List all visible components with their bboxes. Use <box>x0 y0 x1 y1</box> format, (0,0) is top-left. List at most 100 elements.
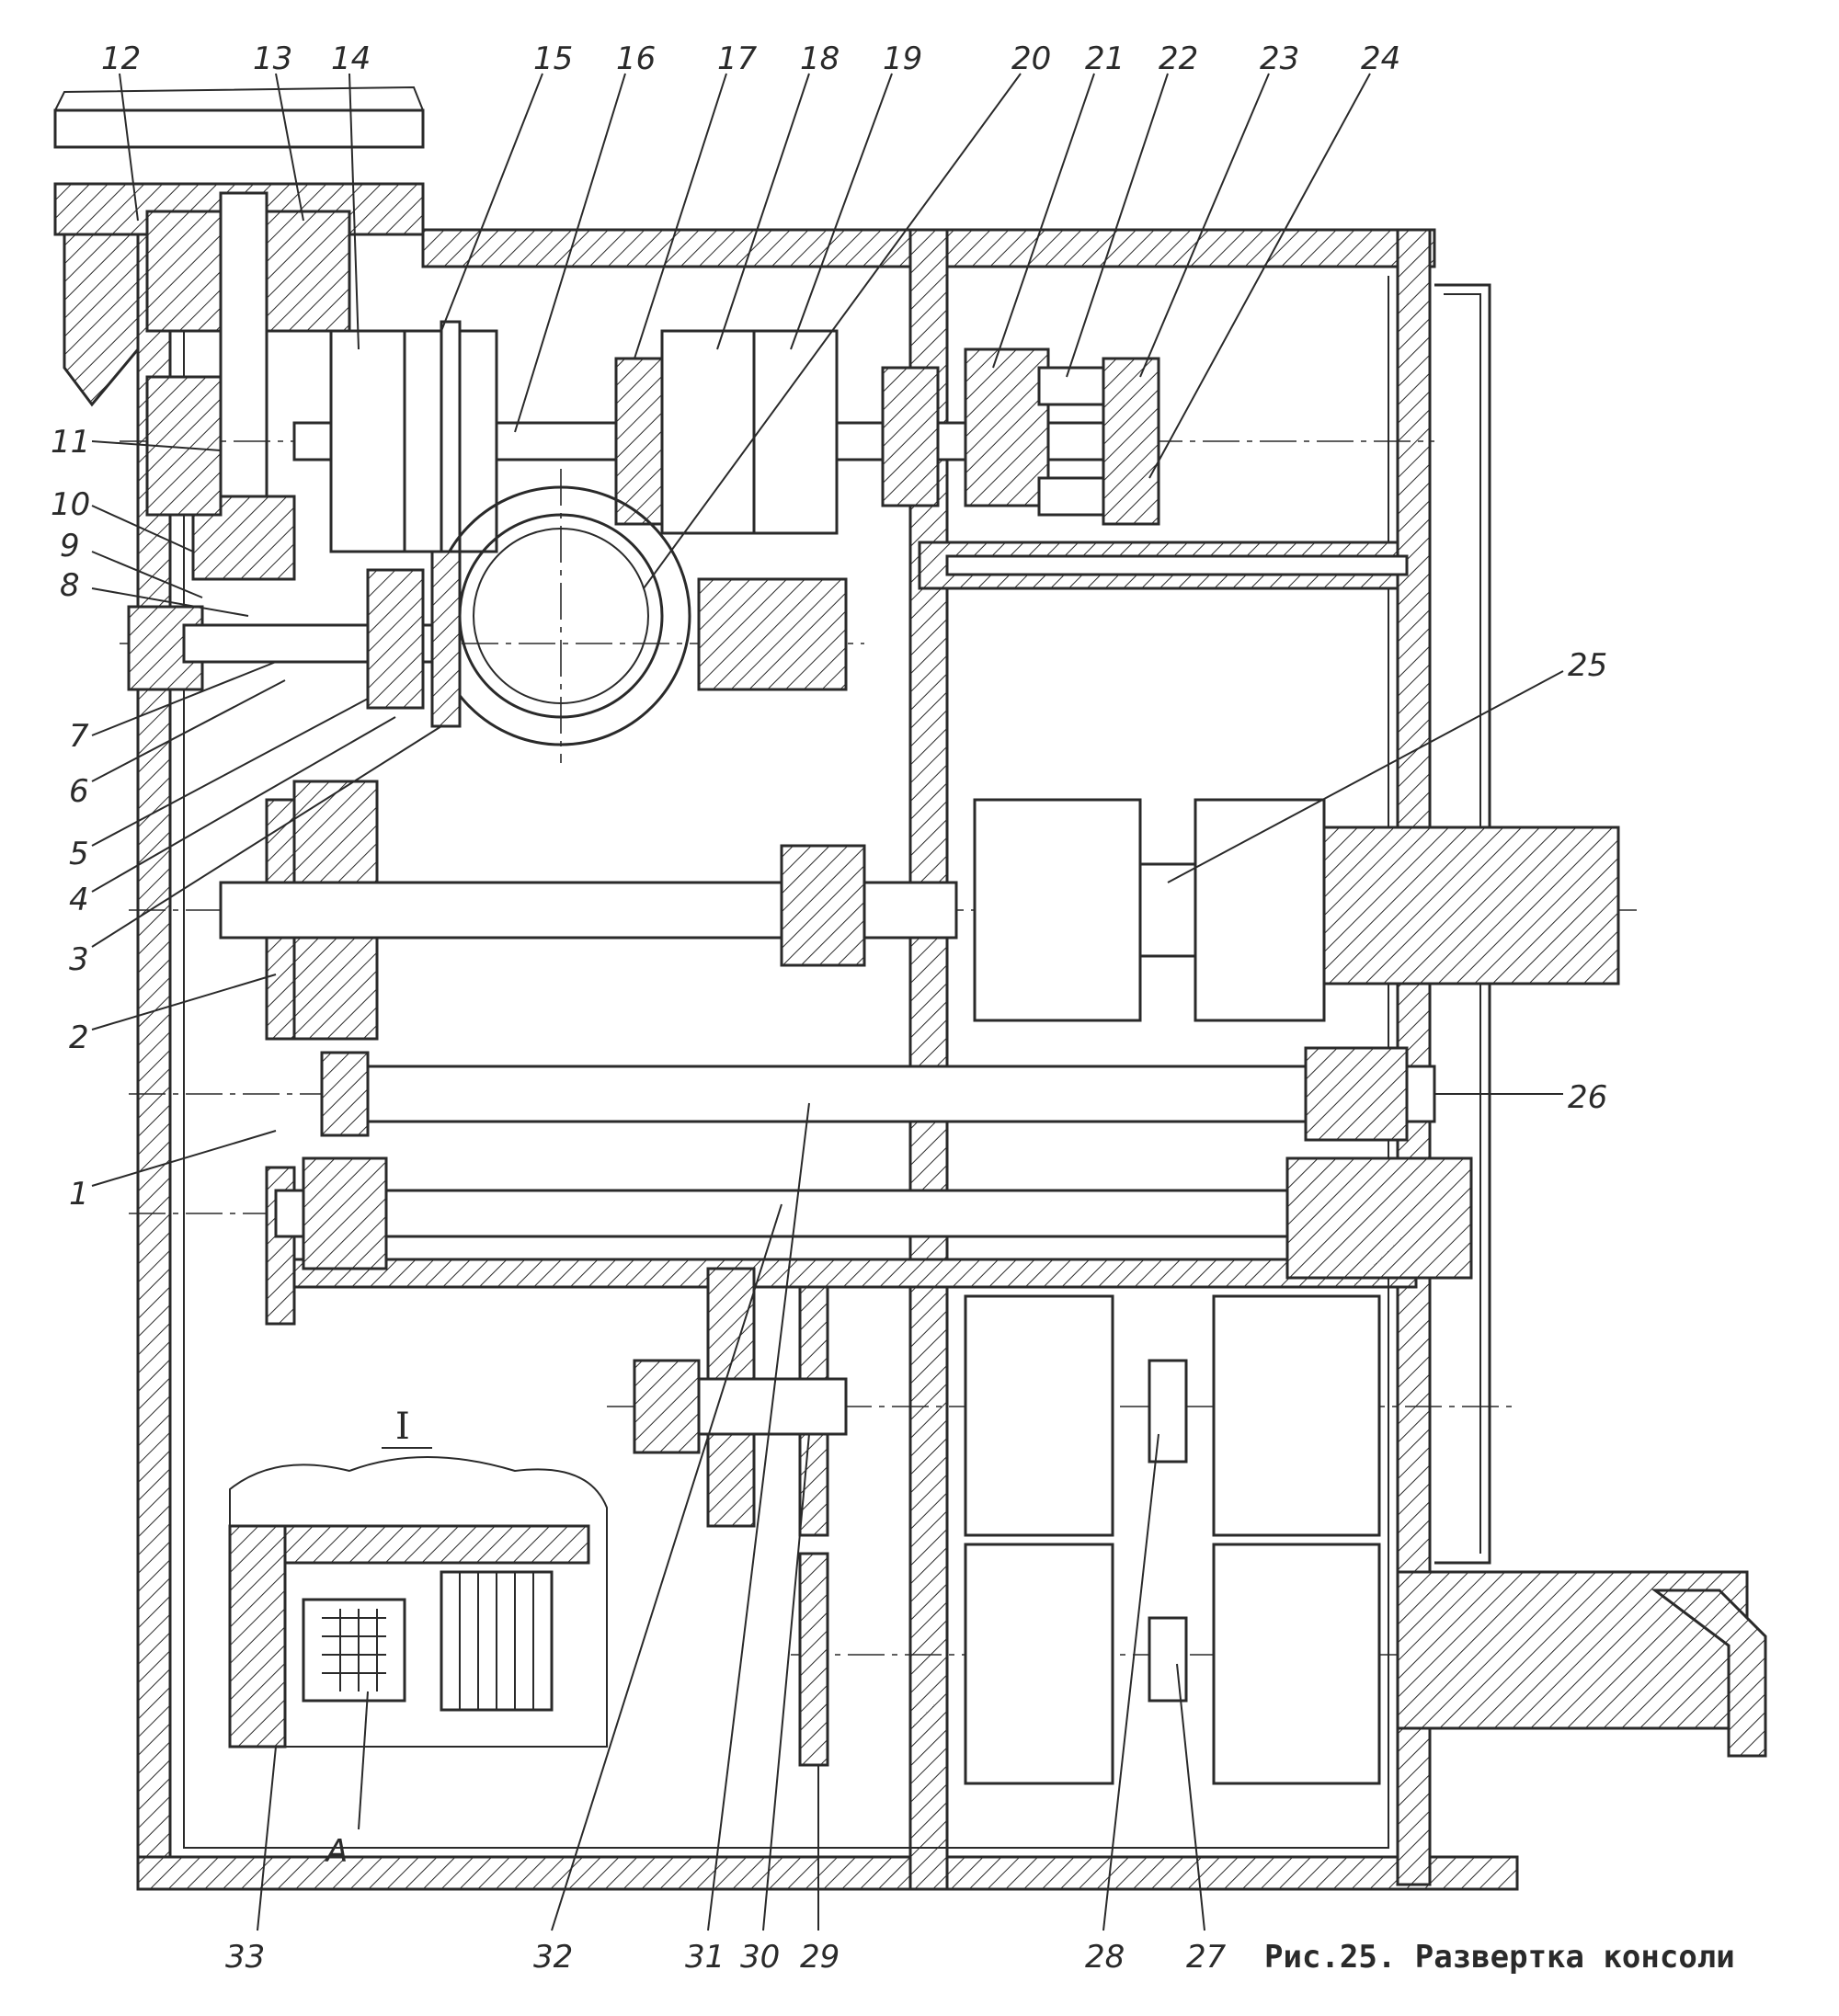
leader-lines <box>91 73 1564 1931</box>
bearing-20 <box>881 366 940 507</box>
lower-shaft <box>274 1189 1473 1238</box>
inset-outline <box>229 1456 608 1748</box>
callout-14: 14 <box>331 40 371 77</box>
callout-24: 24 <box>1361 40 1400 77</box>
inset-disc-lines <box>459 1572 534 1710</box>
right-arm <box>1651 1589 1767 1758</box>
shaft-26-bearing-right <box>1304 1046 1409 1142</box>
callout-26: 26 <box>1568 1079 1607 1116</box>
shaft-8-assembly <box>120 541 1409 728</box>
leader-15 <box>440 73 543 332</box>
housing-right-wall <box>1396 228 1432 1886</box>
callout-33: 33 <box>225 1939 265 1976</box>
leader-22 <box>1066 73 1169 378</box>
callout-9: 9 <box>60 528 80 564</box>
leader-7 <box>91 661 277 736</box>
clutch-19-body <box>752 329 839 535</box>
clutch-mid-1 <box>973 798 1142 1022</box>
clutch-15-disc <box>440 320 462 572</box>
callout-23: 23 <box>1260 40 1299 77</box>
leader-1 <box>91 1130 277 1187</box>
callout-2: 2 <box>69 1019 89 1056</box>
leader-a <box>358 1691 369 1830</box>
callout-22: 22 <box>1159 40 1198 77</box>
leader-12 <box>119 73 139 222</box>
leader-33 <box>257 1746 277 1931</box>
clutch-18-body <box>660 329 765 535</box>
inset-body <box>228 1524 287 1748</box>
gear-3 <box>430 550 462 728</box>
leader-9 <box>91 551 203 598</box>
leader-8 <box>91 587 249 617</box>
detail-mark-a: A <box>325 1833 348 1870</box>
leader-32 <box>551 1203 782 1931</box>
leader-28 <box>1102 1433 1159 1931</box>
leader-11 <box>91 440 222 451</box>
housing-bottom-wall <box>136 1855 1519 1891</box>
callout-28: 28 <box>1085 1939 1125 1976</box>
leader-19 <box>790 73 893 350</box>
leader-10 <box>91 505 194 552</box>
leader-5 <box>91 698 369 847</box>
callout-21: 21 <box>1085 40 1125 77</box>
leader-16 <box>514 73 626 433</box>
top-plate <box>53 108 425 149</box>
bearing-mid-left <box>780 844 866 967</box>
leader-6 <box>91 679 286 782</box>
callout-17: 17 <box>717 40 758 77</box>
leader-23 <box>1139 73 1270 378</box>
collar-25 <box>1138 862 1197 958</box>
leader-20 <box>643 73 1022 589</box>
cover-right-inner <box>1444 293 1481 1554</box>
callout-11: 11 <box>51 424 90 461</box>
housing <box>136 228 1519 1891</box>
callout-13: 13 <box>253 40 292 77</box>
leader-27 <box>1176 1663 1205 1931</box>
nut-23 <box>1102 357 1160 526</box>
leader-30 <box>762 1433 810 1931</box>
section-mark: I <box>395 1406 410 1448</box>
callout-6: 6 <box>69 773 89 810</box>
gear-29b <box>798 1552 829 1767</box>
clutch-lower-1a <box>964 1294 1114 1537</box>
leader-25 <box>1167 670 1564 883</box>
leader-24 <box>1148 73 1371 479</box>
callout-8: 8 <box>60 567 80 604</box>
callout-27: 27 <box>1186 1939 1227 1976</box>
callout-numbers: 12 13 14 15 16 17 18 19 20 21 22 23 24 1… <box>51 40 1607 1976</box>
shaft-20-rod <box>945 554 1409 576</box>
callout-32: 32 <box>533 1939 573 1976</box>
clutch-lower-2a <box>1212 1294 1381 1537</box>
callout-12: 12 <box>101 40 141 77</box>
callout-25: 25 <box>1568 647 1607 684</box>
callout-1: 1 <box>69 1176 89 1213</box>
inset-coil-grid <box>322 1609 386 1691</box>
callout-4: 4 <box>69 882 89 918</box>
top-bracket <box>53 85 425 581</box>
leader-31 <box>707 1102 810 1931</box>
top-plate-sketch <box>54 85 424 111</box>
leader-14 <box>348 73 360 350</box>
leader-4 <box>91 716 396 893</box>
callout-20: 20 <box>1011 40 1051 77</box>
clutch-mid-2 <box>1194 798 1326 1022</box>
collar-28 <box>1148 1359 1188 1464</box>
leader-21 <box>992 73 1095 369</box>
leader-17 <box>634 73 727 359</box>
leader-13 <box>275 73 304 222</box>
lower-shaft-bearing-right <box>1285 1156 1473 1280</box>
figure-caption: Рис.25. Развертка консоли <box>1264 1939 1735 1976</box>
callout-7: 7 <box>69 718 89 755</box>
callout-10: 10 <box>51 486 90 523</box>
leader-2 <box>91 974 277 1031</box>
inset-top-ring <box>283 1524 590 1565</box>
housing-partition <box>908 228 949 1891</box>
shaft-26 <box>338 1065 1436 1123</box>
gear-5 <box>366 568 425 710</box>
callout-15: 15 <box>533 40 573 77</box>
coupling-21 <box>964 347 1050 507</box>
clutch-lower-1b <box>964 1543 1114 1785</box>
clutch-lower-2b <box>1212 1543 1381 1785</box>
housing-inner-floor <box>274 1258 1418 1289</box>
